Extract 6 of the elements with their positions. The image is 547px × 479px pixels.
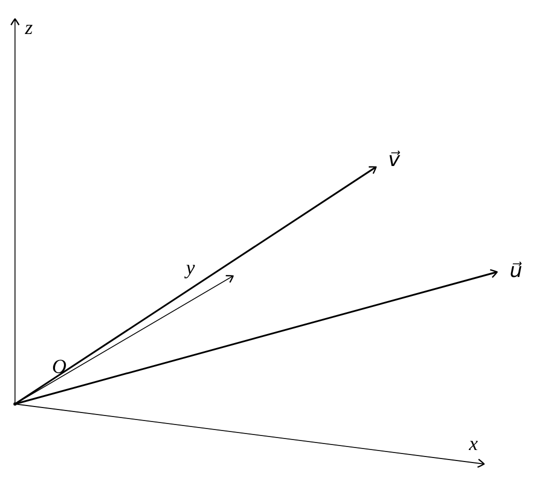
origin-label: O xyxy=(52,356,66,378)
axis-label: x xyxy=(469,433,478,455)
vector-label: v⃗ xyxy=(383,146,405,172)
vector-label: u⃗ xyxy=(505,257,527,283)
axis-label: z xyxy=(25,17,33,39)
axis-label: y xyxy=(186,257,195,279)
